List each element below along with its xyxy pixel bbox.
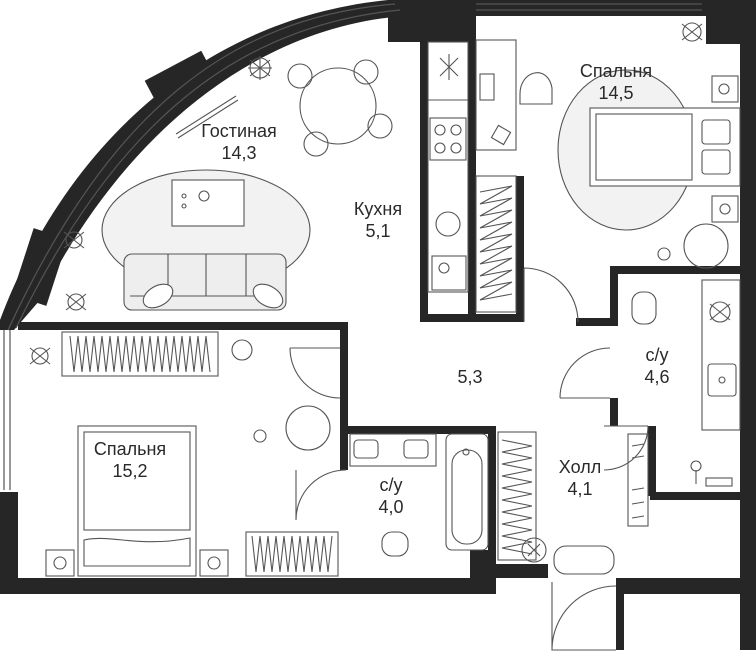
wall-kitchen-corridor bbox=[420, 40, 428, 322]
kitchen-sink bbox=[435, 211, 461, 237]
door-bath-2[interactable] bbox=[295, 469, 347, 521]
wall-bath1-bottom bbox=[650, 492, 740, 500]
wall-bath1-mid bbox=[576, 318, 618, 326]
room-label-bedroom-1: Спальня 14,5 bbox=[566, 60, 666, 104]
wall-bottom bbox=[0, 578, 470, 594]
sink-1 bbox=[707, 363, 737, 397]
door-bath-1[interactable] bbox=[559, 347, 611, 399]
bedroom-1-furniture bbox=[475, 39, 741, 269]
wall-entrance-left bbox=[548, 578, 616, 594]
room-area: 4,6 bbox=[644, 367, 670, 387]
room-label-corridor: 5,3 bbox=[430, 366, 510, 388]
hall-fixtures bbox=[521, 537, 615, 575]
toilet-1 bbox=[631, 291, 657, 325]
entrance-door[interactable] bbox=[551, 582, 617, 651]
nightstand bbox=[711, 75, 739, 103]
room-name: Холл bbox=[558, 457, 602, 477]
wall-bath2-top bbox=[340, 426, 496, 434]
room-name: Спальня bbox=[93, 439, 167, 459]
wall-left-lower bbox=[0, 492, 18, 594]
vase-icon bbox=[198, 190, 210, 202]
bathtub bbox=[445, 433, 489, 551]
wall-bath2-left bbox=[340, 434, 348, 470]
room-area: 4,1 bbox=[567, 479, 593, 499]
plant-icon bbox=[681, 22, 703, 42]
bathroom-2-fixtures bbox=[349, 431, 537, 561]
wall-right bbox=[740, 0, 756, 650]
room-label-bathroom-1: с/у 4,6 bbox=[622, 344, 692, 388]
cooktop bbox=[429, 117, 467, 161]
room-name: Гостиная bbox=[201, 121, 277, 141]
room-area: 14,5 bbox=[598, 83, 634, 103]
wall-curve bbox=[0, 0, 470, 330]
bathroom-1-fixtures bbox=[627, 279, 741, 527]
plant-icon bbox=[63, 231, 85, 249]
room-label-bathroom-2: с/у 4,0 bbox=[356, 474, 426, 518]
wall-entrance-right bbox=[616, 578, 624, 650]
wall-bedroom1-bottom-r bbox=[610, 266, 740, 274]
room-name: Кухня bbox=[353, 199, 403, 219]
wall-hall-left bbox=[648, 426, 656, 496]
room-label-living: Гостиная 14,3 bbox=[184, 120, 294, 164]
room-area: 4,0 bbox=[378, 497, 404, 517]
wall-hall-bottom bbox=[496, 564, 548, 578]
room-name: Спальня bbox=[579, 61, 653, 81]
column-1 bbox=[144, 50, 216, 108]
kitchen-counter bbox=[427, 41, 469, 293]
room-label-kitchen: Кухня 5,1 bbox=[338, 198, 418, 242]
bedroom-2-furniture bbox=[45, 331, 339, 577]
living-room-furniture bbox=[29, 22, 703, 365]
door-hall-closet[interactable] bbox=[603, 425, 649, 471]
wall-bedroom2-right bbox=[340, 322, 348, 432]
desk-chair bbox=[519, 72, 553, 105]
room-area: 14,3 bbox=[221, 143, 257, 163]
armchair-2 bbox=[285, 405, 331, 451]
kitchen-furniture bbox=[427, 41, 517, 313]
plant-icon bbox=[65, 293, 87, 311]
room-label-bedroom-2: Спальня 15,2 bbox=[80, 438, 180, 482]
armchair-1 bbox=[683, 223, 729, 269]
room-label-hall: Холл 4,1 bbox=[540, 456, 620, 500]
coffee-table bbox=[171, 179, 245, 227]
room-name: с/у bbox=[379, 475, 403, 495]
wall-top-mid bbox=[470, 0, 706, 16]
nightstand bbox=[45, 549, 75, 577]
bench bbox=[553, 545, 615, 575]
room-area: 15,2 bbox=[112, 461, 148, 481]
wall-bath1-left-lower bbox=[610, 398, 618, 426]
wall-bath2-bottom bbox=[470, 550, 496, 594]
door-kitchen-closet[interactable] bbox=[523, 267, 579, 323]
wall-bath2-right bbox=[488, 426, 496, 558]
room-area: 5,3 bbox=[457, 367, 483, 387]
door-bedroom-2[interactable] bbox=[289, 347, 341, 399]
room-name: с/у bbox=[645, 345, 669, 365]
wall-closet-right bbox=[516, 176, 524, 322]
room-area: 5,1 bbox=[365, 221, 391, 241]
wall-living-bedroom bbox=[18, 322, 348, 330]
windows bbox=[3, 3, 702, 490]
window-curve-inner bbox=[15, 9, 401, 329]
toilet-2 bbox=[381, 531, 409, 557]
wall-bedroom1-left bbox=[468, 14, 476, 314]
double-sink bbox=[349, 433, 437, 467]
dining-table bbox=[299, 67, 377, 145]
plant-icon bbox=[248, 56, 272, 80]
window-curve-outer bbox=[7, 3, 396, 331]
wall-bath1-left bbox=[610, 266, 618, 320]
wall-kitchen-bottom bbox=[420, 314, 520, 322]
plant-icon bbox=[29, 347, 51, 365]
wall-bottom-right bbox=[616, 578, 756, 594]
doors bbox=[289, 267, 649, 651]
